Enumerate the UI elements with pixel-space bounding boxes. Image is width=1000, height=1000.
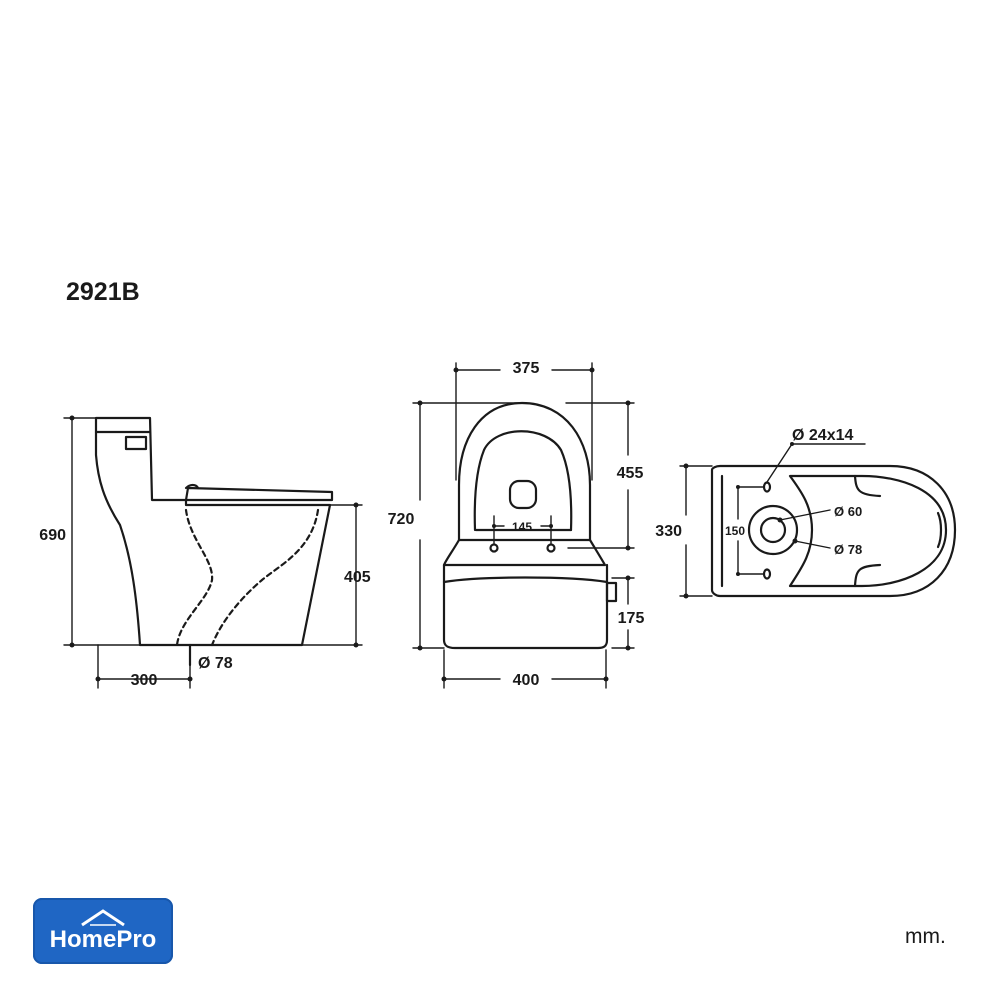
side-rough-in-label: 300 [131,672,158,689]
side-seat-height-label: 405 [344,569,371,586]
side-dimension-dots [69,415,359,682]
front-height-label: 720 [388,511,415,528]
top-view-bowl-inner [788,474,948,588]
top-inlet-label: Ø 24x14 [792,427,853,444]
outlet-inner-circle [759,516,787,544]
flush-button-icon [124,435,148,451]
inlet-hole-bottom [762,568,772,580]
side-view [63,415,363,689]
top-outlet-outer-label: Ø 78 [834,542,862,557]
homepro-logo: HomePro [33,898,173,964]
house-roof-icon [81,909,125,927]
top-hole-spacing-label: 150 [725,524,745,538]
seat-bolt-left [489,543,499,553]
top-view [679,442,957,599]
front-view-seat-inner [473,430,573,532]
seat-lid [184,486,334,502]
top-dimension-dots [683,442,798,599]
side-view-body-outline [94,416,332,647]
side-dimension-lines [63,417,363,689]
inlet-hole-top [762,481,772,493]
seat-hinge [184,483,200,490]
front-width-base-label: 400 [513,672,540,689]
front-dimension-dots [417,367,631,682]
top-dimension-lines [679,443,866,597]
front-dimension-lines [412,362,635,689]
top-outlet-inner-label: Ø 60 [834,504,862,519]
front-view-skirt-curve [442,576,609,584]
side-height-label: 690 [39,527,66,544]
top-view-outline [710,464,957,598]
outlet-outer-circle [747,504,799,556]
unit-label: mm. [905,925,946,948]
front-seat-depth-label: 455 [617,465,644,482]
flush-valve-stub [605,581,618,603]
front-width-top-label: 375 [513,360,540,377]
top-view-seat-notch [936,511,943,549]
flush-outlet-icon [508,479,538,510]
trapway-dashed-inner [175,508,214,647]
trapway-dashed-outer [210,508,320,647]
front-view-shoulder [442,538,607,567]
front-hole-spacing-label: 145 [512,520,532,534]
side-outlet-label: Ø 78 [198,655,233,672]
brand-name: HomePro [49,926,157,953]
top-view-bowl-rim [853,474,882,588]
front-base-height-label: 175 [618,610,645,627]
top-depth-label: 330 [655,523,682,540]
front-view [412,362,635,689]
seat-bolt-right [546,543,556,553]
model-number: 2921B [66,278,140,306]
front-view-skirt [442,563,609,650]
